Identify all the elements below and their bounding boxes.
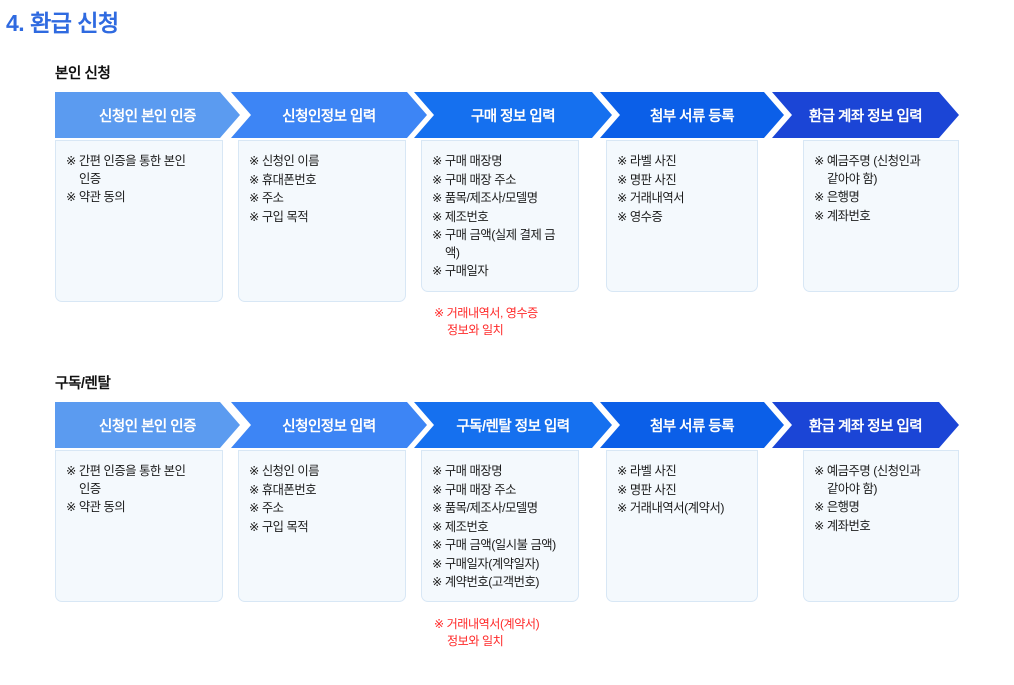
step-detail-list-5: ※ 예금주명 (신청인과 같아야 함) ※ 은행명 ※ 계좌번호 [814,153,948,225]
step-chevron-1[interactable]: 신청인 본인 인증 [55,92,240,138]
step-chevron-2[interactable]: 신청인정보 입력 [231,92,427,138]
list-item: ※ 은행명 [814,190,860,204]
step-detail-box-5: ※ 예금주명 (신청인과 같아야 함) ※ 은행명 ※ 계좌번호 [803,140,959,292]
list-item: ※ 구입 목적 [249,209,309,224]
list-item: ※ 영수증 [617,209,663,224]
list-item: ※ 거래내역서 [617,191,685,205]
step-chevron-5[interactable]: 환급 계좌 정보 입력 [772,92,959,138]
list-item: ※ 라벨 사진 [617,464,677,478]
list-item: ※ 구입 목적 [249,519,309,534]
step-chevron-label-4: 첨부 서류 등록 [649,418,735,435]
validation-note-personal: ※ 거래내역서, 영수증 정보와 일치 [434,306,538,337]
step-detail-box-2: ※ 신청인 이름 ※ 휴대폰번호 ※ 주소 ※ 구입 목적 [238,140,406,302]
step-chevron-2[interactable]: 신청인정보 입력 [231,402,427,448]
step-chevron-label-5: 환급 계좌 정보 입력 [808,418,923,435]
step-chevron-label-4: 첨부 서류 등록 [649,108,735,125]
section-subscription-rental: 구독/렌탈 신청인 본인 인증 신청인정보 입력 구독/렌탈 정보 입력 첨부 … [55,372,959,648]
page-title: 4. 환급 신청 [6,10,119,36]
list-item: ※ 신청인 이름 [249,154,320,168]
list-item: ※ 구매일자 [432,264,489,278]
list-item: ※ 휴대폰번호 [249,172,317,187]
step-detail-list-3: ※ 구매 매장명 ※ 구매 매장 주소 ※ 품목/제조사/모델명 ※ 제조번호 … [432,153,568,281]
step-detail-list-1: ※ 간편 인증을 통한 본인 인증 ※ 약관 동의 [66,153,212,207]
step-detail-list-2: ※ 신청인 이름 ※ 휴대폰번호 ※ 주소 ※ 구입 목적 [249,153,395,226]
step-chevron-5[interactable]: 환급 계좌 정보 입력 [772,402,959,448]
list-item: ※ 계약번호(고객번호) [432,575,540,589]
step-chevron-label-1: 신청인 본인 인증 [99,108,196,125]
list-item: ※ 제조번호 [432,209,489,224]
step-detail-box-4: ※ 라벨 사진 ※ 명판 사진 ※ 거래내역서 ※ 영수증 [606,140,758,292]
step-detail-list-4: ※ 라벨 사진 ※ 명판 사진 ※ 거래내역서(계약서) [617,463,747,518]
list-item: ※ 품목/제조사/모델명 [432,191,538,205]
step-chevron-label-5: 환급 계좌 정보 입력 [808,108,923,125]
step-detail-box-1: ※ 간편 인증을 통한 본인 인증 ※ 약관 동의 [55,450,223,602]
step-detail-box-2: ※ 신청인 이름 ※ 휴대폰번호 ※ 주소 ※ 구입 목적 [238,450,406,602]
list-item: ※ 거래내역서(계약서) [617,501,725,515]
step-chevron-label-2: 신청인정보 입력 [282,418,376,435]
step-chevron-3[interactable]: 구독/렌탈 정보 입력 [414,402,612,448]
list-item: ※ 계좌번호 [814,518,871,533]
step-detail-box-3: ※ 구매 매장명 ※ 구매 매장 주소 ※ 품목/제조사/모델명 ※ 제조번호 … [421,450,579,602]
step-detail-box-1: ※ 간편 인증을 통한 본인 인증 ※ 약관 동의 [55,140,223,302]
list-item: ※ 약관 동의 [66,190,126,204]
list-item: ※ 명판 사진 [617,482,677,497]
list-item: ※ 예금주명 (신청인과 같아야 함) [814,154,921,186]
step-detail-box-5: ※ 예금주명 (신청인과 같아야 함) ※ 은행명 ※ 계좌번호 [803,450,959,602]
list-item: ※ 품목/제조사/모델명 [432,501,538,515]
list-item: ※ 약관 동의 [66,500,126,514]
list-item: ※ 간편 인증을 통한 본인 인증 [66,464,186,496]
list-item: ※ 은행명 [814,500,860,514]
step-detail-list-3: ※ 구매 매장명 ※ 구매 매장 주소 ※ 품목/제조사/모델명 ※ 제조번호 … [432,463,568,592]
list-item: ※ 명판 사진 [617,172,677,187]
list-item: ※ 신청인 이름 [249,464,320,478]
list-item: ※ 구매 매장명 [432,464,503,478]
section-personal-application: 본인 신청 신청인 본인 인증 신청인정보 입력 구매 정보 입력 첨부 서류 … [55,62,959,337]
step-detail-box-4: ※ 라벨 사진 ※ 명판 사진 ※ 거래내역서(계약서) [606,450,758,602]
flow-body-subscription: ※ 간편 인증을 통한 본인 인증 ※ 약관 동의 ※ 신청인 이름 ※ 휴대폰… [55,450,959,648]
step-chevron-3[interactable]: 구매 정보 입력 [414,92,612,138]
step-detail-list-1: ※ 간편 인증을 통한 본인 인증 ※ 약관 동의 [66,463,212,517]
step-chevron-label-3: 구매 정보 입력 [470,108,556,125]
flow-header-personal: 신청인 본인 인증 신청인정보 입력 구매 정보 입력 첨부 서류 등록 환급 … [55,92,959,138]
list-item: ※ 주소 [249,191,284,205]
step-chevron-4[interactable]: 첨부 서류 등록 [600,92,784,138]
section-label-subscription: 구독/렌탈 [55,376,111,392]
list-item: ※ 주소 [249,501,284,515]
flow-header-subscription: 신청인 본인 인증 신청인정보 입력 구독/렌탈 정보 입력 첨부 서류 등록 … [55,402,959,448]
step-chevron-4[interactable]: 첨부 서류 등록 [600,402,784,448]
list-item: ※ 구매 매장 주소 [432,172,516,187]
list-item: ※ 구매 금액(일시불 금액) [432,538,556,552]
flow-body-personal: ※ 간편 인증을 통한 본인 인증 ※ 약관 동의 ※ 신청인 이름 ※ 휴대폰… [55,140,959,337]
step-chevron-label-3: 구독/렌탈 정보 입력 [456,418,570,435]
list-item: ※ 구매 매장 주소 [432,482,516,497]
section-label-personal: 본인 신청 [55,66,111,82]
list-item: ※ 구매일자(계약일자) [432,556,540,571]
step-chevron-label-1: 신청인 본인 인증 [99,418,196,435]
list-item: ※ 제조번호 [432,519,489,534]
step-chevron-label-2: 신청인정보 입력 [282,108,376,125]
list-item: ※ 라벨 사진 [617,154,677,168]
step-chevron-1[interactable]: 신청인 본인 인증 [55,402,240,448]
step-detail-box-3: ※ 구매 매장명 ※ 구매 매장 주소 ※ 품목/제조사/모델명 ※ 제조번호 … [421,140,579,292]
step-detail-list-5: ※ 예금주명 (신청인과 같아야 함) ※ 은행명 ※ 계좌번호 [814,463,948,535]
step-detail-list-2: ※ 신청인 이름 ※ 휴대폰번호 ※ 주소 ※ 구입 목적 [249,463,395,536]
list-item: ※ 구매 금액(실제 결제 금액) [432,228,556,260]
list-item: ※ 계좌번호 [814,208,871,223]
validation-note-subscription: ※ 거래내역서(계약서) 정보와 일치 [434,617,540,648]
list-item: ※ 예금주명 (신청인과 같아야 함) [814,464,921,496]
step-detail-list-4: ※ 라벨 사진 ※ 명판 사진 ※ 거래내역서 ※ 영수증 [617,153,747,226]
list-item: ※ 간편 인증을 통한 본인 인증 [66,154,186,186]
list-item: ※ 구매 매장명 [432,154,503,168]
list-item: ※ 휴대폰번호 [249,482,317,497]
